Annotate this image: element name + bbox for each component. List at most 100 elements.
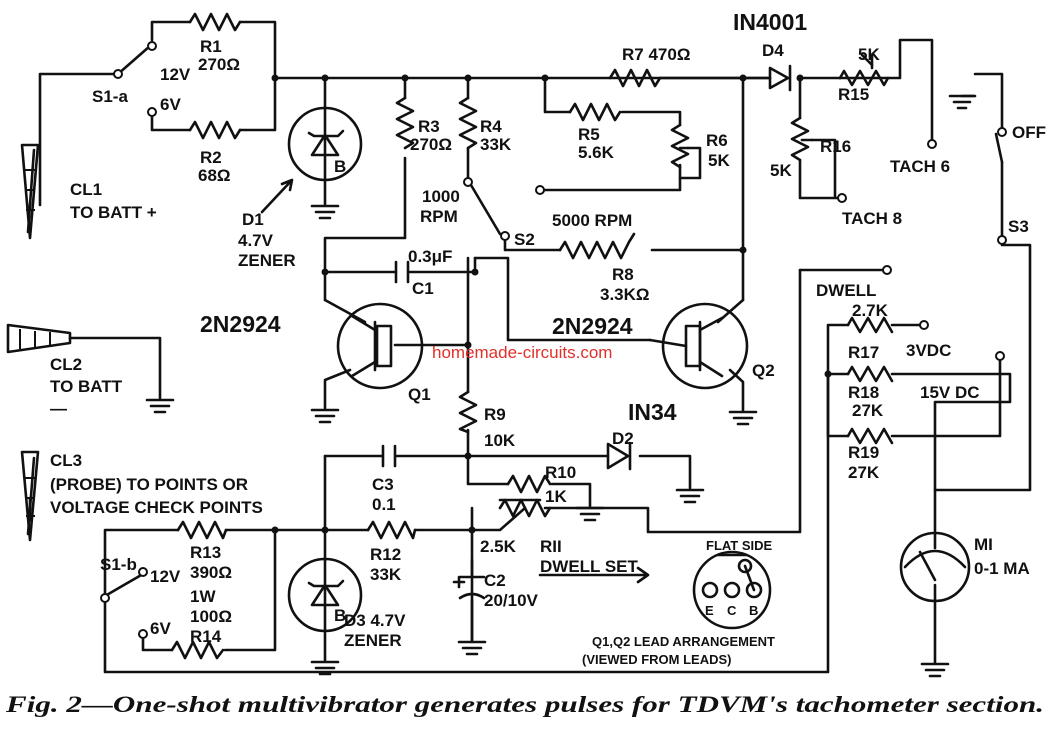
label-r15-value: 5K	[858, 45, 880, 64]
resistor-r18	[846, 365, 894, 383]
capacitor-c2-plus	[452, 575, 466, 589]
clip-cl1	[20, 143, 40, 240]
labels: R1 270Ω R2 68Ω S1-a 12V 6V CL1 TO BATT +…	[50, 9, 1046, 667]
pinout-diagram	[692, 550, 772, 630]
wiring	[28, 20, 1032, 674]
ground-symbols	[145, 94, 976, 678]
terminals	[100, 41, 1007, 639]
label-r14-name: R14	[190, 627, 222, 646]
label-r14-watt: 1W	[190, 587, 216, 606]
label-c3-value: 0.1	[372, 495, 396, 514]
label-r15-name: R15	[838, 85, 869, 104]
label-c3-name: C3	[372, 475, 394, 494]
label-c1-name: C1	[412, 279, 434, 298]
label-viewed-from-leads: (VIEWED FROM LEADS)	[582, 652, 732, 667]
label-q1-type: 2N2924	[200, 311, 281, 337]
label-r9-value: 10K	[484, 431, 516, 450]
label-d3-type: ZENER	[344, 631, 402, 650]
zener-d1-pointer	[260, 178, 294, 214]
resistor-r14	[170, 640, 225, 660]
label-s1a-6v: 6V	[160, 95, 181, 114]
resistor-r5	[568, 102, 622, 122]
label-r4-value: 33K	[480, 135, 512, 154]
label-pin-e: E	[705, 603, 714, 618]
diode-d2	[606, 441, 632, 471]
capacitor-c2	[458, 575, 486, 600]
label-pin-b: B	[749, 603, 758, 618]
label-r19-value: 27K	[848, 463, 880, 482]
resistor-r11	[498, 498, 552, 518]
resistor-r13	[176, 520, 228, 540]
label-r17-value: 2.7K	[852, 301, 889, 320]
label-cl2-sign: —	[50, 399, 67, 418]
label-r1-value: 270Ω	[198, 55, 240, 74]
label-d1-b: B	[334, 157, 346, 176]
clip-cl2	[6, 323, 72, 354]
dwell-set-arrow	[538, 566, 650, 584]
label-c2-name: C2	[484, 571, 506, 590]
label-d1-type: ZENER	[238, 251, 296, 270]
label-flat-side: FLAT SIDE	[706, 538, 773, 553]
label-off: OFF	[1012, 123, 1046, 142]
resistor-r17	[846, 316, 894, 334]
label-pin-c: C	[727, 603, 737, 618]
label-d3: D3 4.7V	[344, 611, 406, 630]
resistor-r3	[395, 96, 415, 150]
label-1000: 1000	[422, 187, 460, 206]
label-r18-name: R18	[848, 383, 879, 402]
label-d1-name: D1	[242, 210, 264, 229]
diode-d4	[768, 64, 792, 92]
label-r5-value: 5.6K	[578, 143, 615, 162]
label-d3-b: B	[334, 606, 346, 625]
label-cl2-desc: TO BATT	[50, 377, 123, 396]
label-m1-name: MI	[974, 535, 993, 554]
zener-d3	[287, 557, 363, 662]
clip-cl3	[20, 450, 40, 542]
label-in34: IN34	[628, 399, 677, 425]
resistor-r7	[608, 68, 662, 88]
label-s3: S3	[1008, 217, 1029, 236]
label-dwell: DWELL	[816, 281, 876, 300]
label-r10-value: 1K	[545, 487, 567, 506]
label-r1-name: R1	[200, 37, 222, 56]
transistor-q1	[336, 302, 424, 390]
label-r10-name: R10	[545, 463, 576, 482]
label-r5-name: R5	[578, 125, 600, 144]
capacitor-c1	[394, 260, 410, 284]
label-cl3-name: CL3	[50, 451, 82, 470]
label-s1b-12v: 12V	[150, 567, 181, 586]
label-r2-value: 68Ω	[198, 166, 231, 185]
resistor-r9	[458, 390, 478, 434]
label-cl1-desc: TO BATT +	[70, 203, 157, 222]
label-r13-value: 390Ω	[190, 563, 232, 582]
resistor-r16	[790, 116, 810, 162]
label-r16-name: R16	[820, 137, 851, 156]
label-cl3-desc1: (PROBE) TO POINTS OR	[50, 475, 248, 494]
label-tach8: TACH 8	[842, 209, 902, 228]
label-rpm: RPM	[420, 207, 458, 226]
label-r8-value: 3.3KΩ	[600, 285, 650, 304]
transistor-q2	[648, 302, 749, 390]
capacitor-c3	[381, 444, 397, 468]
label-d2: D2	[612, 429, 634, 448]
label-cl3-desc2: VOLTAGE CHECK POINTS	[50, 498, 263, 517]
label-r7: R7 470Ω	[622, 45, 690, 64]
label-s1b-6v: 6V	[150, 619, 171, 638]
resistor-r10	[506, 474, 552, 494]
label-r8-name: R8	[612, 265, 634, 284]
label-r17-name: R17	[848, 343, 879, 362]
resistor-r6	[670, 123, 690, 169]
label-s1b: S1-b	[100, 555, 137, 574]
label-r13-name: R13	[190, 543, 221, 562]
resistor-r12	[366, 520, 417, 540]
label-r11-name: RII	[540, 537, 562, 556]
label-lead-arrangement: Q1,Q2 LEAD ARRANGEMENT	[592, 634, 775, 649]
label-q2-type: 2N2924	[552, 313, 633, 339]
label-in4001: IN4001	[733, 9, 807, 35]
label-r18-value: 27K	[852, 401, 884, 420]
label-s1a-12v: 12V	[160, 65, 191, 84]
label-r6-value: 5K	[708, 151, 730, 170]
label-c1-value: 0.3μF	[408, 247, 452, 266]
label-r12-value: 33K	[370, 565, 402, 584]
